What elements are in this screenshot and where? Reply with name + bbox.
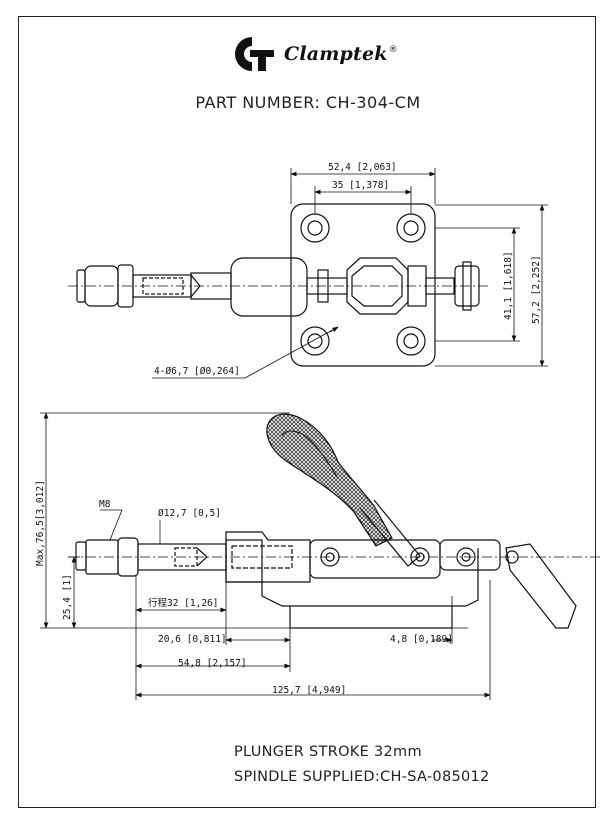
handle-grip xyxy=(266,413,393,547)
handle-arm xyxy=(359,499,421,567)
dim-height-inner: 41,1 [1,618] xyxy=(503,251,514,320)
dim-width-outer: 52,4 [2,063] xyxy=(328,162,397,173)
brand-header: Clamptek ® xyxy=(228,34,398,74)
drawing-frame xyxy=(18,16,596,808)
top-view xyxy=(68,168,548,379)
handle-extended xyxy=(505,543,577,629)
dim-stroke: 行程32 [1,26] xyxy=(148,597,218,609)
dim-plunger-dia: Ø12,7 [0,5] xyxy=(158,508,221,519)
dim-4-8: 4,8 [0,189] xyxy=(390,634,453,645)
mounting-holes xyxy=(300,213,426,356)
plunger-stroke-note: PLUNGER STROKE 32mm xyxy=(234,744,422,760)
side-dimensions xyxy=(40,412,491,700)
spindle-supplied-note: SPINDLE SUPPLIED:CH-SA-085012 xyxy=(234,769,490,785)
brand-name: Clamptek xyxy=(284,43,388,65)
dim-125-7: 125,7 [4,949] xyxy=(272,685,346,696)
dim-width-inner: 35 [1,378] xyxy=(332,180,389,191)
top-plunger xyxy=(68,257,490,317)
dim-max-height: Max,76,5[3,012] xyxy=(35,480,46,566)
top-linkage xyxy=(306,257,480,315)
registered-mark: ® xyxy=(388,45,398,55)
side-view xyxy=(40,412,600,700)
base-plate xyxy=(290,203,436,367)
dim-20-6: 20,6 [0,811] xyxy=(158,634,227,645)
dim-54-8: 54,8 [2,157] xyxy=(178,658,247,669)
dim-holes: 4-Ø6,7 [Ø0,264] xyxy=(154,366,240,377)
dim-thread: M8 xyxy=(99,499,111,510)
top-dimensions xyxy=(152,168,548,379)
dim-height-outer: 57,2 [2,252] xyxy=(531,255,542,324)
clamptek-logo-icon xyxy=(234,37,274,71)
dim-center-height: 25,4 [1] xyxy=(62,574,73,620)
part-number-title: PART NUMBER: CH-304-CM xyxy=(195,93,421,112)
